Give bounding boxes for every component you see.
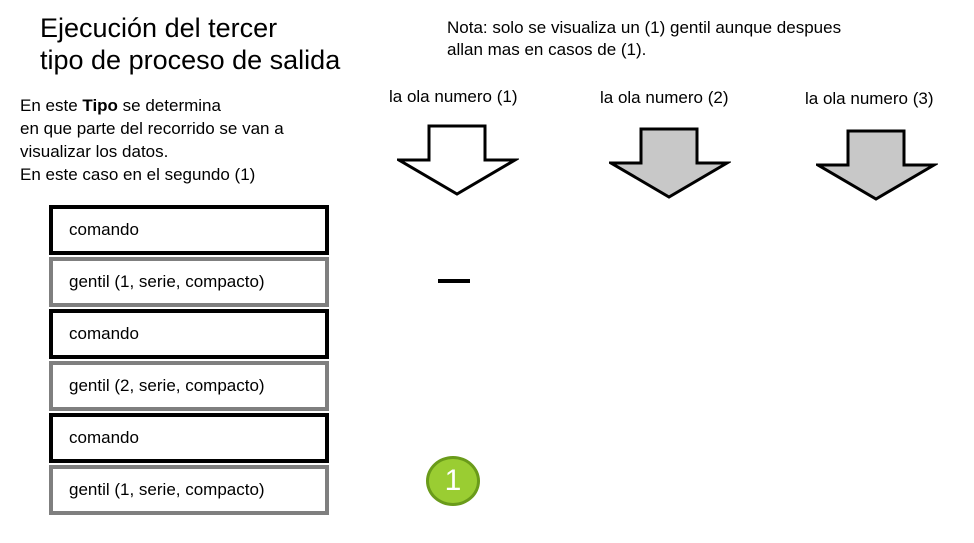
wave-label-1: la ola numero (1) <box>389 87 518 106</box>
description-line-1: En este Tipo se determina <box>20 96 221 115</box>
gentil-block: gentil (1, serie, compacto) <box>49 465 329 515</box>
description-line-3: visualizar los datos. <box>20 142 169 161</box>
description-line-2: en que parte del recorrido se van a <box>20 119 284 138</box>
note: Nota: solo se visualiza un (1) gentil au… <box>447 17 841 61</box>
gentil-block: gentil (1, serie, compacto) <box>49 257 329 307</box>
description-line-4: En este caso en el segundo (1) <box>20 165 256 184</box>
command-block: comando <box>49 309 329 359</box>
wave-2-arrow-shape <box>609 127 731 199</box>
wave-label-2: la ola numero (2) <box>600 88 729 107</box>
description: En este Tipo se determina en que parte d… <box>20 94 284 186</box>
note-line-2: allan mas en casos de (1). <box>447 40 647 59</box>
description-bold-term: Tipo <box>82 96 118 115</box>
down-arrow-icon <box>816 129 938 201</box>
note-line-1: Nota: solo se visualiza un (1) gentil au… <box>447 18 842 37</box>
command-block: comando <box>49 205 329 255</box>
wave-label-3: la ola numero (3) <box>805 89 934 108</box>
down-arrow-icon <box>397 124 519 196</box>
wave-1-arrow-shape <box>397 124 519 196</box>
gentil-block: gentil (2, serie, compacto) <box>49 361 329 411</box>
process-stack: comando gentil (1, serie, compacto) coma… <box>49 205 329 515</box>
step-number-badge: 1 <box>426 456 480 506</box>
title-line-1: Ejecución del tercer <box>40 13 278 43</box>
wave-3-arrow-shape <box>816 129 938 201</box>
title-line-2: tipo de proceso de salida <box>40 45 341 75</box>
output-dash <box>438 279 470 283</box>
command-block: comando <box>49 413 329 463</box>
down-arrow-icon <box>609 127 731 199</box>
diagram-title: Ejecución del tercer tipo de proceso de … <box>40 12 340 76</box>
